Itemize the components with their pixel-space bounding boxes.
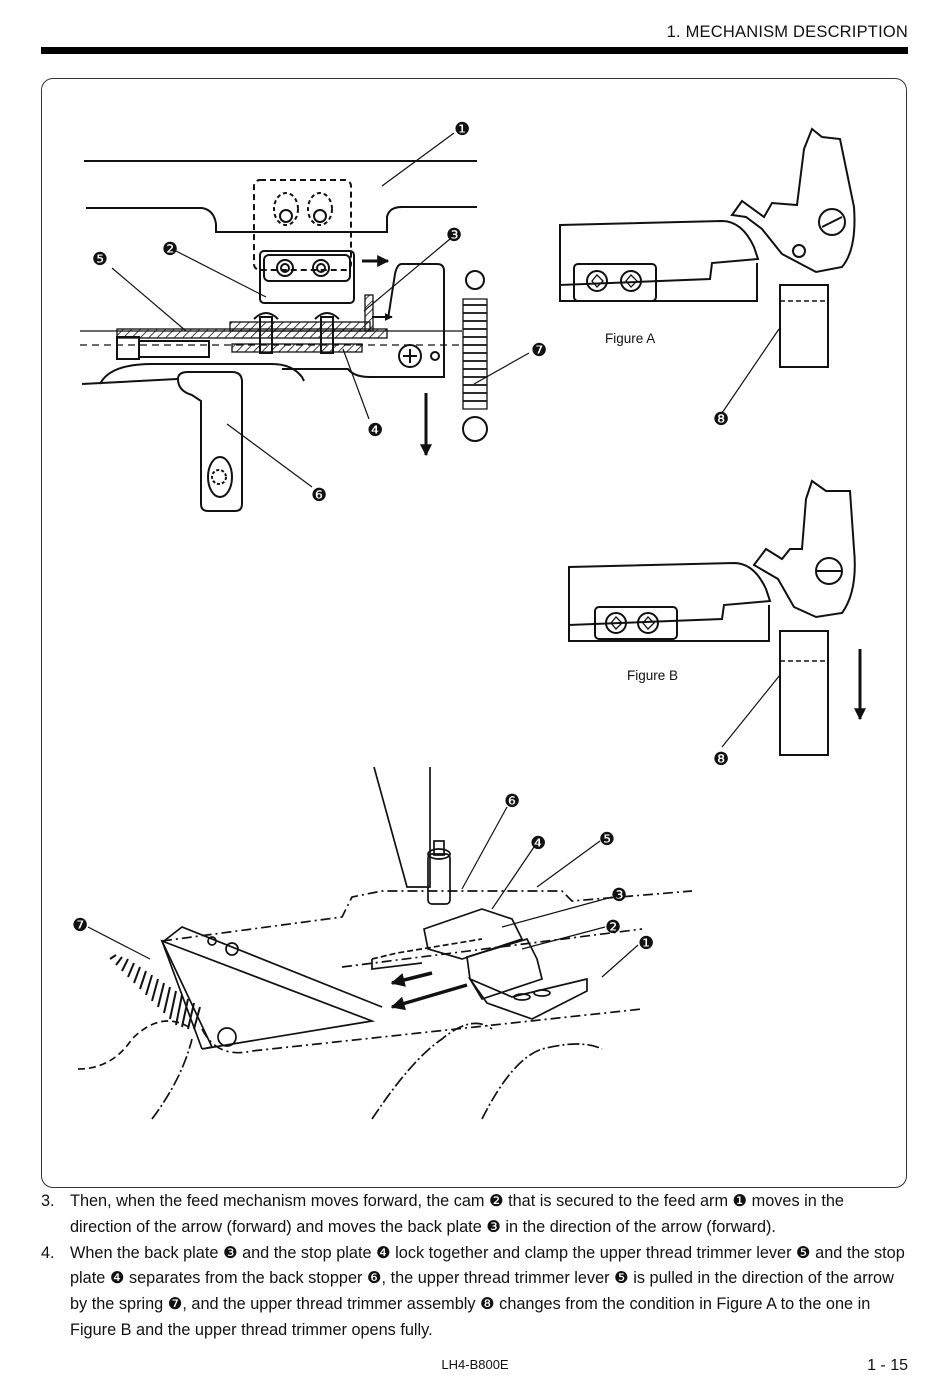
svg-text:❹: ❹ bbox=[530, 833, 546, 854]
svg-text:❹: ❹ bbox=[367, 420, 383, 441]
sectional-callouts: ❶ ❷ ❸ ❹ ❺ ❻ ❼ bbox=[92, 119, 547, 506]
figure-a-label: Figure A bbox=[605, 331, 655, 346]
page-number: 1 - 15 bbox=[867, 1357, 908, 1374]
step-text: Then, when the feed mechanism moves forw… bbox=[70, 1192, 844, 1236]
figure-b-callout: ❽ bbox=[713, 749, 729, 770]
svg-text:❸: ❸ bbox=[446, 225, 462, 246]
svg-text:❻: ❻ bbox=[311, 485, 327, 506]
svg-text:❺: ❺ bbox=[599, 829, 615, 850]
step-number: 3. bbox=[41, 1192, 55, 1210]
instruction-text: 3. Then, when the feed mechanism moves f… bbox=[41, 1189, 909, 1344]
perspective-callouts: ❼ ❻ ❹ ❺ ❸ ❷ ❶ bbox=[72, 791, 654, 954]
perspective-view bbox=[77, 766, 693, 1120]
figure-a-callout: ❽ bbox=[713, 409, 729, 430]
step-3: 3. Then, when the feed mechanism moves f… bbox=[41, 1189, 909, 1241]
step-4: 4. When the back plate ❸ and the stop pl… bbox=[41, 1241, 909, 1344]
figure-frame: ❶ ❷ ❸ ❹ ❺ ❻ ❼ Figure A ❽ bbox=[41, 78, 907, 1188]
doc-code: LH4-B800E bbox=[441, 1357, 509, 1372]
svg-text:❸: ❸ bbox=[611, 885, 627, 906]
svg-text:❷: ❷ bbox=[605, 917, 621, 938]
svg-text:❷: ❷ bbox=[162, 239, 178, 260]
svg-text:❻: ❻ bbox=[504, 791, 520, 812]
mechanism-illustration: ❶ ❷ ❸ ❹ ❺ ❻ ❼ Figure A ❽ bbox=[72, 119, 866, 1120]
header-rule bbox=[41, 47, 908, 54]
svg-text:❼: ❼ bbox=[531, 340, 547, 361]
figure-b-drawing bbox=[568, 479, 866, 756]
step-text: When the back plate ❸ and the stop plate… bbox=[70, 1243, 905, 1339]
svg-text:❶: ❶ bbox=[638, 933, 654, 954]
step-number: 4. bbox=[41, 1243, 55, 1262]
section-title: 1. MECHANISM DESCRIPTION bbox=[666, 23, 908, 41]
figure-b-label: Figure B bbox=[627, 668, 678, 683]
svg-text:❼: ❼ bbox=[72, 915, 88, 936]
svg-text:❺: ❺ bbox=[92, 249, 108, 270]
svg-text:❶: ❶ bbox=[454, 119, 470, 140]
sectional-view bbox=[80, 132, 530, 512]
figure-a-drawing bbox=[559, 127, 856, 414]
